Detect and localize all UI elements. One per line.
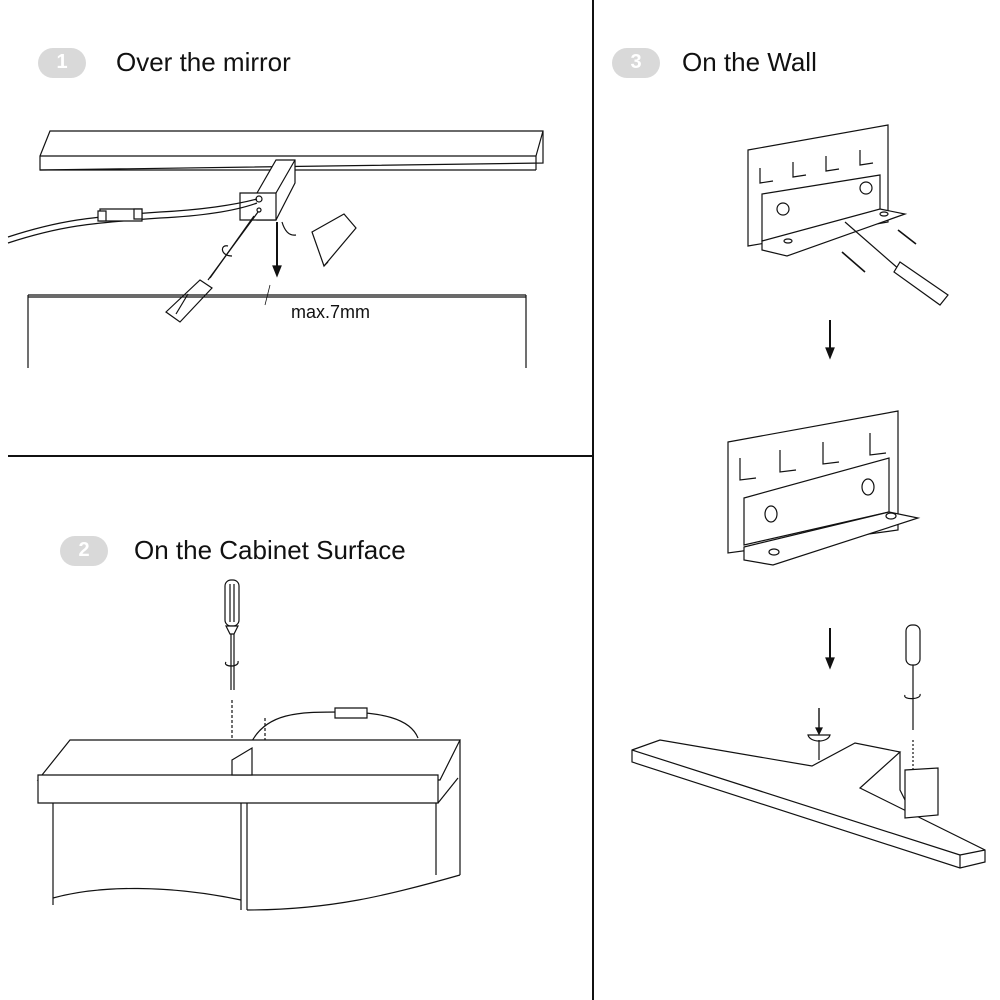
down-arrow-icon — [826, 628, 834, 668]
gap-label: max.7mm — [291, 302, 371, 322]
screw-icon — [808, 708, 830, 760]
step-1-header: 1 Over the mirror — [38, 47, 291, 78]
step-1-title: Over the mirror — [116, 47, 291, 77]
wall-bracket-installing — [748, 125, 948, 305]
gap-indicator — [265, 285, 270, 305]
step-1-badge: 1 — [38, 47, 86, 78]
vertical-divider — [592, 0, 594, 1000]
down-arrow-icon — [273, 222, 281, 276]
horizontal-divider — [8, 455, 593, 457]
step-3-badge: 3 — [612, 47, 660, 78]
wall-bracket-installed — [728, 411, 918, 565]
light-bar-wall — [632, 740, 985, 868]
down-arrow-icon — [826, 320, 834, 358]
screwdriver-icon — [225, 580, 239, 760]
screwdriver-icon — [166, 212, 258, 322]
power-cable — [8, 199, 257, 243]
mirror — [28, 295, 526, 368]
cabinet — [38, 740, 460, 910]
mounting-bracket — [282, 214, 356, 266]
step-3-title: On the Wall — [682, 47, 817, 77]
step-3-header: 3 On the Wall — [612, 47, 817, 78]
step-2-badge: 2 — [60, 535, 108, 566]
step-2-title: On the Cabinet Surface — [134, 535, 406, 565]
step-2-header: 2 On the Cabinet Surface — [60, 535, 406, 566]
screwdriver-icon — [905, 625, 920, 770]
power-cable — [250, 708, 418, 745]
